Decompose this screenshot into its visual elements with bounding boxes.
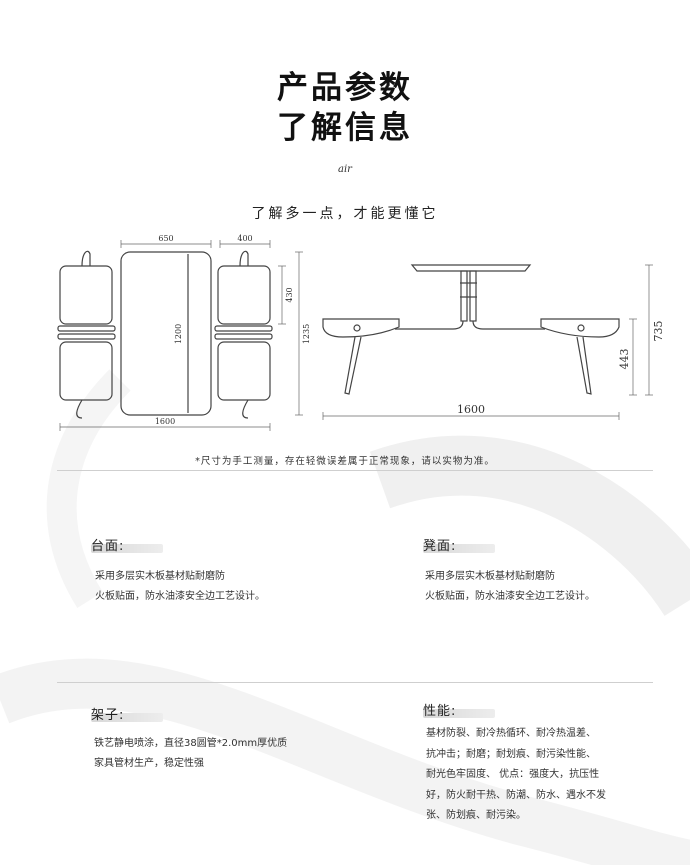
subtitle-en: air [338,164,352,175]
tagline: 了解多一点，才能更懂它 [251,206,439,222]
side-dim-overall-length: 1600 [457,403,485,416]
dim-seat-depth: 430 [285,287,294,302]
performance-line-1: 基材防裂、耐冷热循环、耐冷热温差、 [426,728,596,739]
stool-line-1: 采用多层实木板基材贴耐磨防 [425,571,555,582]
dim-table-width: 650 [158,234,173,243]
seat-top-right [217,265,271,325]
section-body-tabletop: 采用多层实木板基材贴耐磨防 火板贴面，防水油漆安全边工艺设计。 [95,567,265,607]
dim-seat-width: 400 [237,234,252,243]
section-body-frame: 铁艺静电喷涂，直径38圆管*2.0mm厚优质 家具管材生产，稳定性强 [94,734,287,774]
side-dim-seat-height: 443 [618,349,631,370]
seat-bottom-right [217,341,271,401]
measurement-note: *尺寸为手工测量，存在轻微误差属于正常现象，请以实物为准。 [195,456,495,467]
stool-line-2: 火板贴面，防水油漆安全边工艺设计。 [425,591,595,602]
frame-line-2: 家具管材生产，稳定性强 [94,758,204,769]
seat-bottom-left [59,341,113,401]
page-title-line1: 产品参数 [277,70,413,106]
side-seat-left [322,318,400,338]
section-title-frame: 架子: [91,704,163,723]
divider-top [57,470,653,471]
performance-line-3: 耐光色牢固度、 优点：强度大，抗压性 [426,769,600,780]
section-body-performance: 基材防裂、耐冷热循环、耐冷热温差、 抗冲击；耐磨；耐划痕、耐污染性能、 耐光色牢… [426,724,606,827]
side-table-top [410,264,532,272]
section-title-tabletop: 台面: [91,535,163,554]
performance-line-4: 好，防火耐干热、防潮、防水、遇水不发 [426,789,606,801]
table-top [120,251,212,416]
dim-table-length: 1200 [174,324,183,344]
frame-line-1: 铁艺静电喷涂，直径38圆管*2.0mm厚优质 [94,738,288,749]
performance-line-2: 抗冲击；耐磨；耐划痕、耐污染性能、 [426,748,596,760]
dim-overall-width: 1235 [302,324,311,344]
tabletop-line-1: 采用多层实木板基材贴耐磨防 [95,571,225,582]
performance-line-5: 张、防划痕、耐污染。 [426,810,526,821]
page-title-line2: 了解信息 [277,110,413,146]
section-body-stool: 采用多层实木板基材贴耐磨防 火板贴面，防水油漆安全边工艺设计。 [425,567,595,607]
section-title-performance: 性能: [423,700,495,719]
dim-overall-length: 1600 [155,417,175,426]
side-dim-table-height: 735 [652,321,665,342]
seat-top-left [59,265,113,325]
divider-middle [57,682,653,683]
side-seat-right [540,318,620,338]
side-view-drawing: 1600 443 735 [322,264,665,420]
section-title-stool: 凳面: [423,535,495,554]
top-view-drawing: 650 400 1200 430 1235 1600 [57,234,311,431]
tabletop-line-2: 火板贴面，防水油漆安全边工艺设计。 [95,591,265,602]
